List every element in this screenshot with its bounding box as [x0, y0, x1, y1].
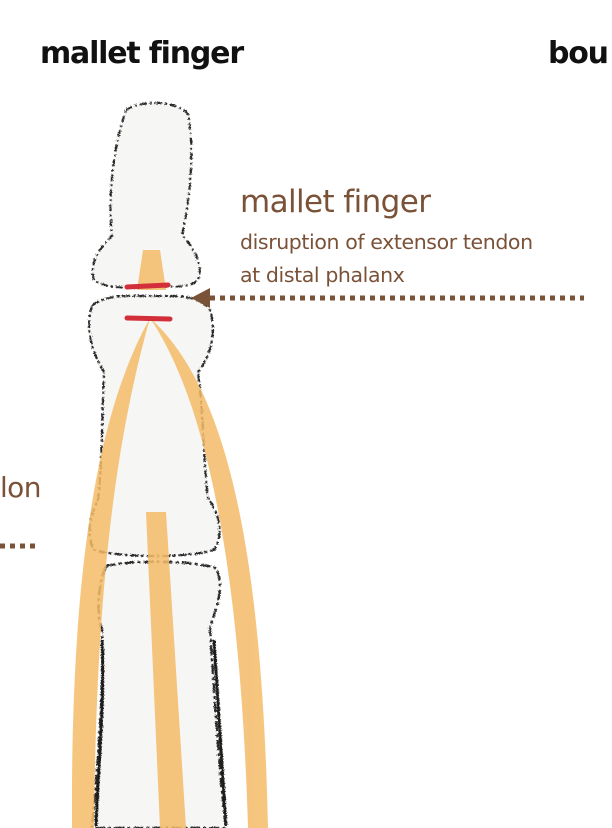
rupture-mark-upper: [124, 282, 171, 290]
callout-description-line-1: disruption of extensor tendon: [240, 230, 533, 254]
left-panel-label-fragment: lon: [0, 471, 41, 504]
tendon-rupture-marks: [124, 282, 173, 322]
next-panel-title-fragment: bou: [548, 36, 609, 71]
tendon-distal-slip: [137, 250, 166, 290]
tendon-lateral-band-left: [71, 318, 150, 828]
tendon-lateral-band-right: [150, 318, 268, 828]
callout-title: mallet finger: [240, 184, 431, 220]
distal-phalanx: [91, 101, 201, 289]
rupture-mark-lower: [124, 315, 173, 322]
finger-bones: [88, 101, 228, 828]
extensor-tendon: [71, 250, 268, 828]
callout-description-line-2: at distal phalanx: [240, 263, 405, 287]
diagram-title: mallet finger: [40, 36, 244, 71]
tendon-central-slip: [146, 512, 186, 828]
callout-pointer-arrow: [191, 288, 584, 308]
arrowhead-icon: [191, 288, 210, 308]
